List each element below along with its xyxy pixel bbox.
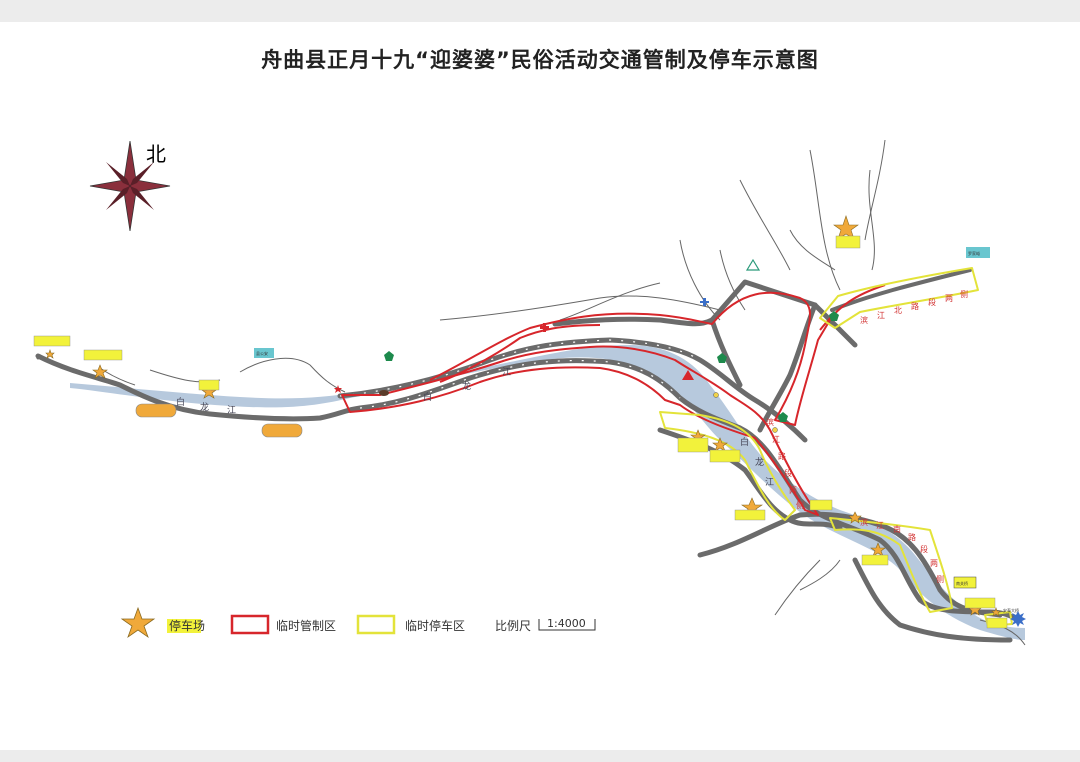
place-label: 安泰大桥 [1003, 607, 1019, 613]
poi-dot [713, 392, 719, 398]
legend-control-swatch [230, 614, 270, 635]
road-char: 路 [908, 532, 916, 542]
river-char: 江 [502, 367, 511, 378]
river-char: 龙 [200, 401, 209, 413]
river-char: 白 [176, 396, 185, 408]
parking-tags [33, 235, 1008, 629]
compass-rose [89, 140, 171, 232]
road-char: 南 [893, 524, 901, 534]
road-char: 路 [778, 451, 786, 461]
parking-tag [677, 437, 709, 453]
parking-oval [135, 403, 177, 418]
road-char: 江 [876, 521, 884, 530]
road-char: 段 [920, 544, 928, 554]
road-char: 滨 [860, 315, 868, 325]
control-zones [341, 284, 886, 516]
parking-star[interactable] [848, 511, 862, 524]
building-marker [379, 390, 389, 396]
triangle-outline-icon [745, 258, 761, 271]
road-char: 滨 [860, 517, 868, 527]
parking-star[interactable] [92, 364, 108, 379]
road-char: 侧 [960, 289, 968, 299]
road-char: 江 [772, 435, 780, 444]
parking-tag [33, 335, 71, 347]
legend-scale-label: 比例尺 [495, 619, 531, 633]
parking-tag [709, 449, 741, 463]
scale-bar [538, 619, 596, 631]
river-char: 龙 [755, 456, 764, 468]
legend-temp-parking-label: 临时停车区 [405, 618, 465, 633]
legend: 停车场 临时管制区 临时停车区 比例尺 1:4000 [120, 606, 596, 639]
road-char: 侧 [796, 500, 804, 510]
place-box-label: 南关桥 [956, 580, 968, 586]
place-box-label: 县公安 [256, 350, 268, 356]
road-dots [339, 339, 701, 409]
parking-tag [835, 235, 861, 249]
parking-tag [986, 617, 1008, 629]
river-labels: 白 龙 江 白 龙 江 白 龙 江 [176, 367, 774, 488]
blue-star-icon [1010, 611, 1026, 627]
road-char: 两 [789, 486, 797, 495]
road-char: 两 [945, 294, 953, 303]
legend-scale-value: 1:4000 [547, 617, 586, 630]
parking-tag [83, 349, 123, 361]
place-box [254, 348, 274, 358]
map-title: 舟曲县正月十九“迎婆婆”民俗活动交通管制及停车示意图 [261, 48, 819, 72]
traffic-map: 白 龙 江 白 龙 江 白 龙 江 滨 江 北 路 段 两 侧 滨 江 南 路 … [33, 139, 1026, 646]
place-box-label: 罗家峪 [968, 250, 980, 256]
river-char: 江 [227, 405, 236, 416]
road-char: 路 [911, 301, 919, 311]
green-pentagon-icon [829, 311, 839, 321]
parking-tag [198, 379, 220, 391]
parking-star[interactable] [991, 607, 1001, 617]
place-box [966, 247, 990, 258]
parking-star[interactable] [45, 349, 55, 359]
road-char: 侧 [936, 574, 944, 584]
cyan-place-boxes: 县公安 罗家峪 南关桥 安泰大桥 [254, 247, 1019, 613]
parking-tag [734, 509, 766, 521]
poi-dot [772, 427, 778, 433]
plane-icon [700, 298, 709, 306]
red-triangle-icon [682, 370, 694, 380]
road-char: 段 [928, 297, 936, 307]
parking-star[interactable] [870, 542, 886, 557]
legend-parking-label: 停车场 [169, 618, 205, 633]
legend-control-label: 临时管制区 [276, 618, 336, 633]
poi-markers [334, 258, 1026, 627]
parking-star[interactable] [712, 437, 728, 452]
hospital-cross-icon [540, 323, 549, 332]
place-box [953, 576, 977, 589]
parking-stars [45, 215, 1001, 617]
parking-oval [261, 423, 303, 438]
legend-parking-bg [167, 619, 201, 633]
river-char: 江 [765, 477, 774, 488]
road-char: 江 [877, 311, 885, 320]
parking-tag [964, 597, 996, 609]
parking-ovals [135, 403, 303, 438]
road-char: 两 [930, 559, 938, 568]
north-label: 北 [146, 142, 166, 166]
legend-temp-parking-swatch [356, 614, 396, 635]
green-pentagon-icon [717, 353, 727, 363]
terrain-lines [99, 139, 1026, 646]
parking-tag [809, 499, 833, 511]
parking-star[interactable] [833, 215, 859, 240]
parking-tag [861, 554, 889, 566]
green-pentagon-icon [384, 351, 394, 361]
river-char: 白 [740, 436, 749, 448]
river-char: 龙 [462, 380, 471, 392]
small-red-star [334, 385, 342, 393]
road-char: 段 [784, 468, 792, 478]
river-char: 白 [423, 391, 432, 403]
legend-star-icon [120, 606, 156, 639]
roads [35, 268, 1023, 643]
road-char: 北 [894, 306, 902, 315]
road-char: 滨 [766, 417, 774, 427]
road-labels: 滨 江 北 路 段 两 侧 滨 江 南 路 段 两 侧 滨 江 路 段 两 侧 [766, 289, 968, 584]
green-pentagon-icon [778, 412, 788, 422]
